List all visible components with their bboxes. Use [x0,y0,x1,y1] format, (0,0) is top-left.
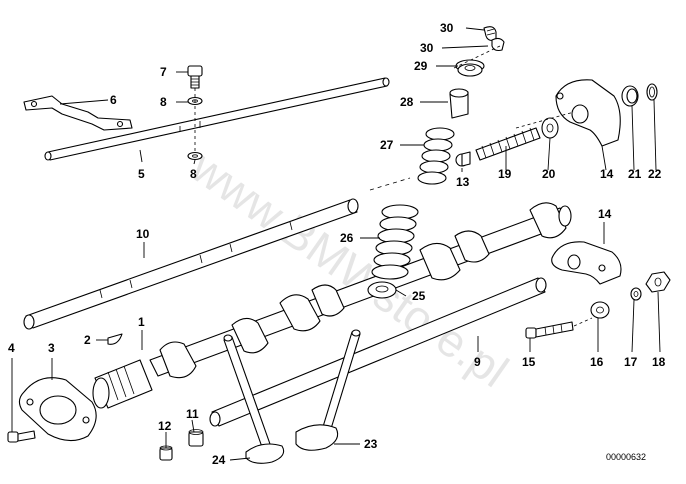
rocker-shaft-upper [23,198,359,330]
woodruff-key [107,333,123,345]
assembly-line [369,177,411,191]
spring-seat [367,281,397,299]
callout-7: 7 [160,65,167,79]
callout-11: 11 [186,407,199,421]
spacer [455,151,471,167]
callout-16: 16 [590,355,604,369]
callout-24: 24 [212,453,226,467]
lock-nut [590,301,610,319]
callout-labels: 30 30 29 7 6 8 8 5 28 27 13 19 20 14 21 … [8,21,666,467]
callout-6: 6 [110,93,117,107]
circlip [646,83,658,101]
flange-bolt [7,430,36,443]
spring-retainer [455,59,485,77]
rocker-shaft-lower [209,277,547,427]
callout-8: 8 [190,167,197,181]
callout-13: 13 [456,175,470,189]
hex-nut [645,271,671,293]
callout-22: 22 [648,167,662,181]
thrust-spring [475,127,541,161]
callout-23: 23 [364,437,378,451]
assembly-line [453,45,501,69]
callout-26: 26 [340,231,354,245]
callout-4: 4 [8,341,15,355]
eccentric-bushing [621,85,639,107]
callout-30: 30 [420,41,434,55]
valve-spring-outer [371,204,419,280]
callout-17: 17 [624,355,638,369]
camshaft-flange [18,377,97,442]
callout-14: 14 [598,207,612,221]
valve-keeper [483,26,497,42]
seal-washer [187,151,203,161]
washer [630,287,642,301]
assembly-line [573,317,593,327]
callout-28: 28 [400,95,414,109]
callout-21: 21 [628,167,642,181]
oil-pipe [44,77,390,161]
sleeve [188,429,204,447]
rocker-arm [551,241,622,285]
valve-spring-inner [417,127,455,185]
callout-14: 14 [600,167,614,181]
callout-20: 20 [542,167,556,181]
assembly-line [515,111,575,129]
exhaust-valve [223,334,285,464]
callout-25: 25 [412,289,426,303]
callout-15: 15 [522,355,536,369]
rocker-arm [555,79,621,147]
banjo-bolt [187,65,203,89]
camshaft [149,202,572,379]
callout-1: 1 [138,315,145,329]
callout-10: 10 [136,227,150,241]
diagram-code: 00000632 [606,452,646,462]
callout-27: 27 [380,138,394,152]
callout-9: 9 [474,355,481,369]
valve-stem-seal [449,88,469,119]
callout-2: 2 [84,333,91,347]
callout-30: 30 [440,21,454,35]
thrust-washer [541,117,559,139]
callout-12: 12 [158,419,172,433]
callout-5: 5 [138,167,145,181]
callout-3: 3 [48,341,55,355]
callout-8: 8 [160,95,167,109]
intake-valve [295,329,361,451]
dowel [159,445,173,461]
callout-18: 18 [652,355,666,369]
callout-29: 29 [414,59,428,73]
adjusting-screw [525,321,574,339]
valve-keeper [491,37,505,52]
leader-lines [11,27,661,461]
callout-19: 19 [498,167,512,181]
camshaft-nose [92,359,153,409]
